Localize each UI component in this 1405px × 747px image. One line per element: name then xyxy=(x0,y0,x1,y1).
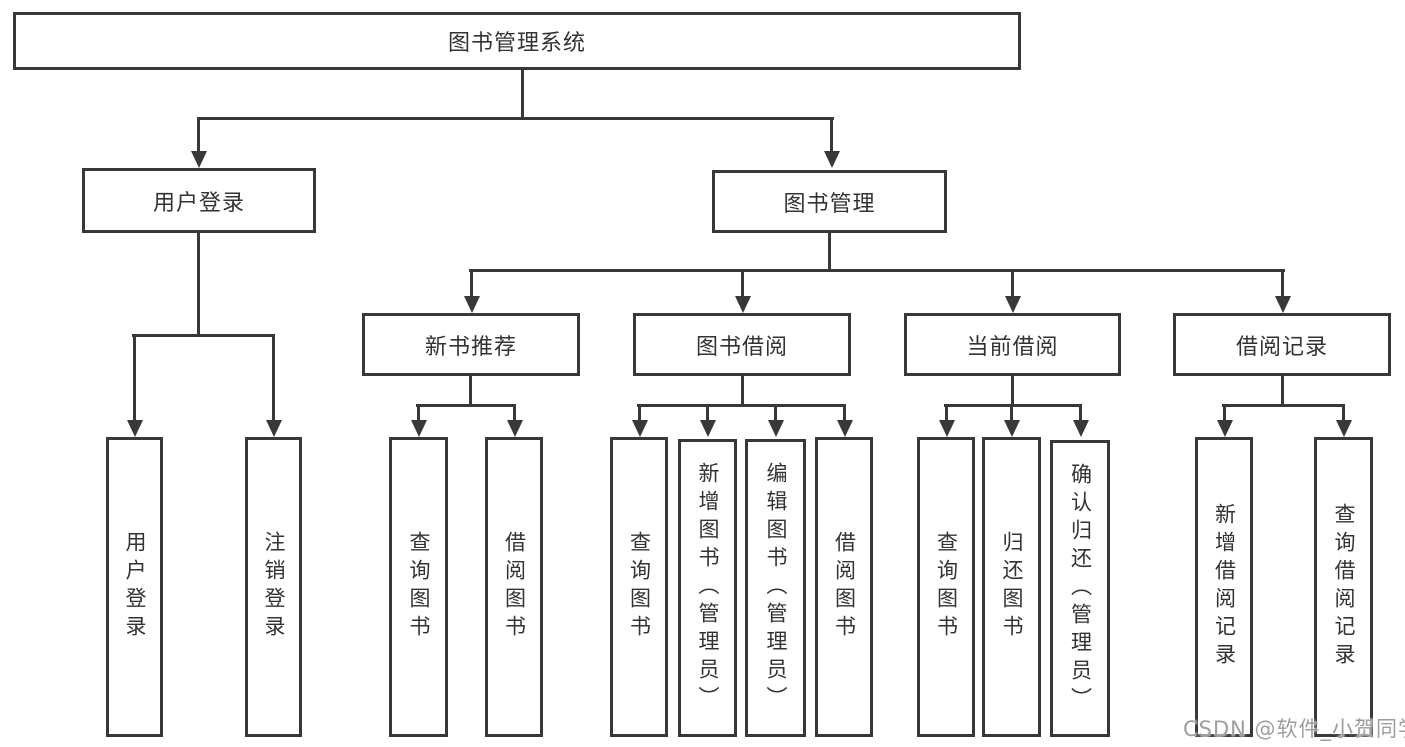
leaf-borrow-books-1: 借阅图书 xyxy=(485,437,543,737)
node-user-login: 用户登录 xyxy=(82,168,316,233)
connector-mgmt-stem xyxy=(828,232,831,272)
leaf-query-books-3: 查询图书 xyxy=(917,437,975,737)
leaf-query-books-1: 查询图书 xyxy=(389,437,448,737)
node-borrowing-records: 借阅记录 xyxy=(1173,313,1391,376)
leaf-logout: 注销登录 xyxy=(245,437,302,737)
arrow-borrow-leaf-4 xyxy=(843,404,846,420)
connector-newbooks-stem xyxy=(469,375,472,407)
arrow-to-login-leaf-1 xyxy=(133,334,136,420)
arrow-current-leaf-2 xyxy=(1010,404,1013,420)
csdn-watermark: CSDN @软件_小贺同学 xyxy=(1183,717,1405,741)
arrow-to-new-books xyxy=(470,269,473,296)
arrow-to-borrow-records xyxy=(1281,269,1284,296)
leaf-borrow-books-2: 借阅图书 xyxy=(815,437,873,737)
connector-root-split xyxy=(197,117,834,120)
arrow-to-book-management xyxy=(830,117,833,151)
connector-current-split xyxy=(944,404,1082,407)
node-root-library-system: 图书管理系统 xyxy=(13,12,1021,70)
leaf-edit-books-admin: 编辑图书（管理员） xyxy=(745,439,806,737)
connector-login-stem xyxy=(197,232,200,337)
node-current-borrowing: 当前借阅 xyxy=(904,313,1121,376)
arrow-records-leaf-2 xyxy=(1342,404,1345,420)
leaf-return-books: 归还图书 xyxy=(982,437,1041,737)
arrow-current-leaf-3 xyxy=(1079,404,1082,420)
arrow-newbooks-leaf-1 xyxy=(417,404,420,420)
node-book-borrowing: 图书借阅 xyxy=(633,313,851,376)
connector-borrow-stem xyxy=(741,375,744,407)
connector-root-stem xyxy=(521,69,524,120)
arrow-to-current-borrow xyxy=(1011,269,1014,296)
connector-newbooks-split xyxy=(416,404,516,407)
arrow-borrow-leaf-1 xyxy=(638,404,641,420)
arrow-to-user-login xyxy=(197,117,200,151)
arrow-borrow-leaf-2 xyxy=(706,404,709,420)
arrow-records-leaf-1 xyxy=(1223,404,1226,420)
connector-records-split xyxy=(1222,404,1345,407)
node-book-management: 图书管理 xyxy=(712,170,947,233)
connector-borrow-split xyxy=(637,404,846,407)
leaf-add-books-admin: 新增图书（管理员） xyxy=(678,439,737,737)
arrow-newbooks-leaf-2 xyxy=(513,404,516,420)
leaf-query-borrow-record: 查询借阅记录 xyxy=(1314,437,1373,737)
connector-records-stem xyxy=(1281,375,1284,407)
connector-current-stem xyxy=(1011,375,1014,407)
leaf-query-books-2: 查询图书 xyxy=(610,437,668,737)
arrow-to-book-borrow xyxy=(741,269,744,296)
arrow-borrow-leaf-3 xyxy=(774,404,777,420)
arrow-current-leaf-1 xyxy=(945,404,948,420)
node-new-book-recommend: 新书推荐 xyxy=(362,313,580,376)
connector-mgmt-split xyxy=(469,269,1285,272)
leaf-add-borrow-record: 新增借阅记录 xyxy=(1195,437,1253,737)
leaf-confirm-return-admin: 确认归还（管理员） xyxy=(1050,440,1110,737)
leaf-user-login: 用户登录 xyxy=(106,437,163,737)
arrow-to-login-leaf-2 xyxy=(272,334,275,420)
connector-login-split xyxy=(132,334,274,337)
